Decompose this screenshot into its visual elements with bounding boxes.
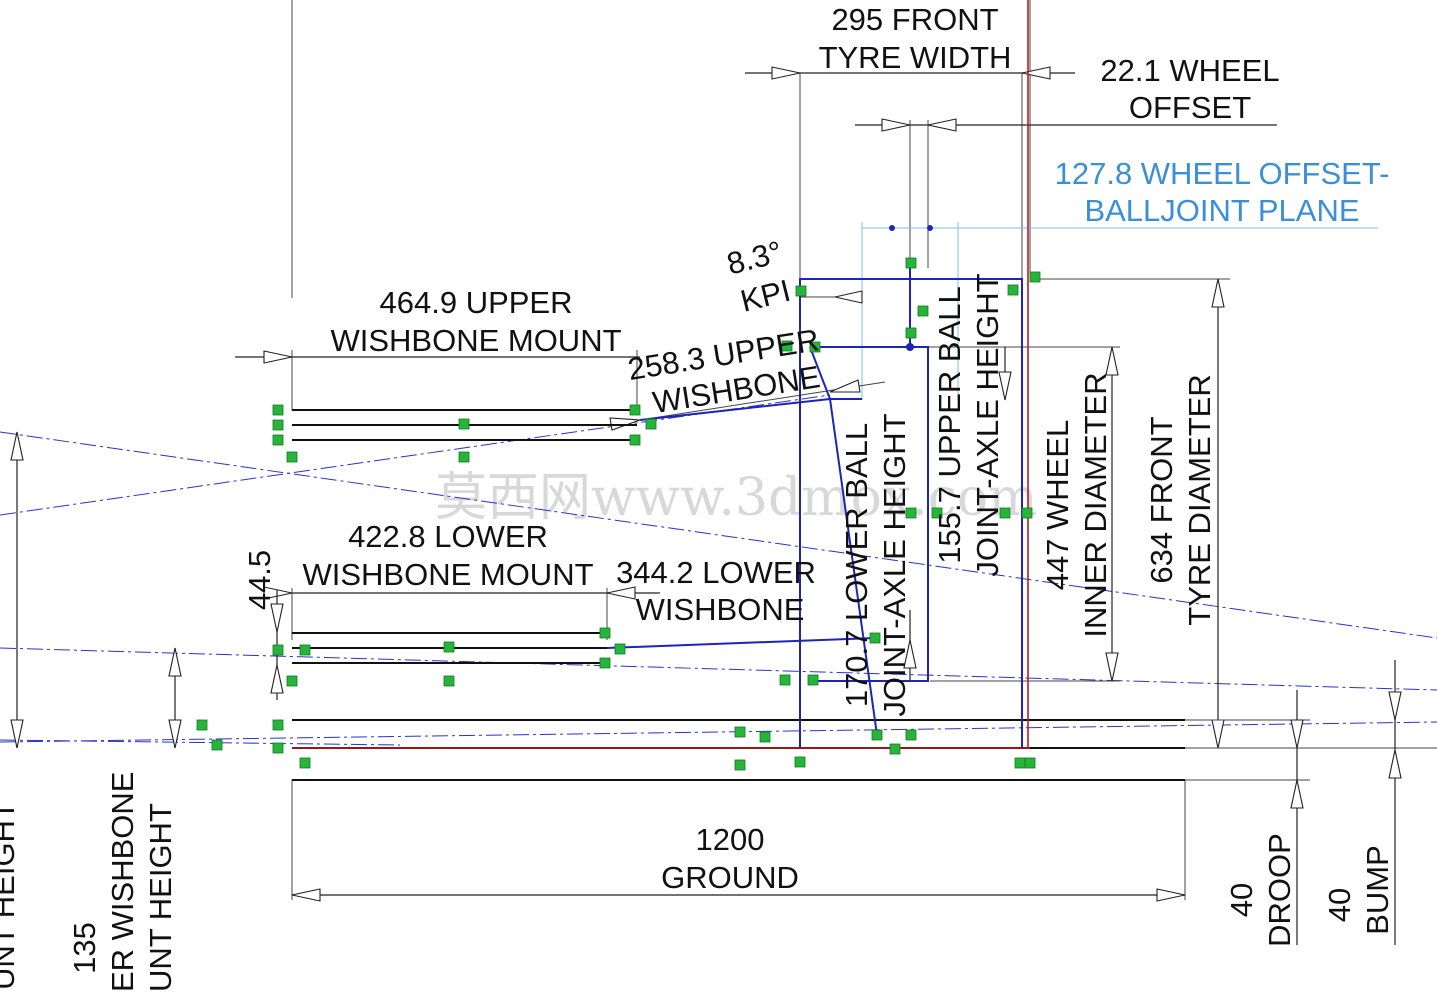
lower-mount-height-label-2: ER WISHBONE — [105, 772, 140, 992]
wheel-inner-label-2: INNER DIAMETER — [1078, 372, 1113, 637]
lower-wishbone-label: 344.2 LOWER — [616, 555, 816, 590]
relation-markers — [196, 225, 1041, 771]
bump-label: 40 — [1322, 888, 1357, 922]
lower-mount-height-label: 135 — [67, 922, 102, 974]
wheel-offset-label-2: OFFSET — [1129, 90, 1251, 125]
tyre-width-label-2: TYRE WIDTH — [819, 40, 1012, 75]
lower-ball-label-2: JOINT-AXLE HEIGHT — [877, 413, 912, 716]
dimension-labels: 295 FRONT TYRE WIDTH 22.1 WHEEL OFFSET 1… — [0, 2, 1395, 992]
tyre-diameter-label: 634 FRONT — [1144, 416, 1179, 583]
bump-label-2: BUMP — [1360, 845, 1395, 935]
upper-mount-label-2: WISHBONE MOUNT — [330, 323, 621, 358]
tyre-diameter-label-2: TYRE DIAMETER — [1182, 374, 1217, 625]
lower-wishbone-label-2: WISHBONE — [636, 592, 805, 627]
wheel-inner-label: 447 WHEEL — [1040, 420, 1075, 591]
ground-label-2: GROUND — [661, 860, 799, 895]
lower-mount-height-label-3: UNT HEIGHT — [143, 803, 178, 992]
kpi-label-2: KPI — [737, 273, 794, 319]
upper-ball-label-2: JOINT-AXLE HEIGHT — [970, 273, 1005, 576]
lower-mount-label: 422.8 LOWER — [348, 519, 548, 554]
balljoint-plane-label-2: BALLJOINT PLANE — [1084, 193, 1359, 228]
droop-label: 40 — [1224, 883, 1259, 917]
left-mount-height-label: UNT HEIGHT — [0, 801, 21, 990]
droop-label-2: DROOP — [1262, 833, 1297, 947]
chassis-lines — [292, 0, 1185, 781]
lower-mount-label-2: WISHBONE MOUNT — [302, 557, 593, 592]
lower-ball-label: 170.7 LOWER BALL — [839, 423, 874, 707]
offset-44-label: 44.5 — [242, 550, 277, 610]
tyre-width-label: 295 FRONT — [831, 2, 998, 37]
ground-label: 1200 — [696, 822, 765, 857]
upper-ball-label: 155.7 UPPER BALL — [932, 286, 967, 563]
centerlines — [0, 394, 1437, 746]
wheel-offset-label: 22.1 WHEEL — [1100, 53, 1279, 88]
upper-mount-label: 464.9 UPPER — [380, 285, 573, 320]
balljoint-plane-label: 127.8 WHEEL OFFSET- — [1055, 156, 1390, 191]
dimension-lines — [10, 0, 1437, 945]
